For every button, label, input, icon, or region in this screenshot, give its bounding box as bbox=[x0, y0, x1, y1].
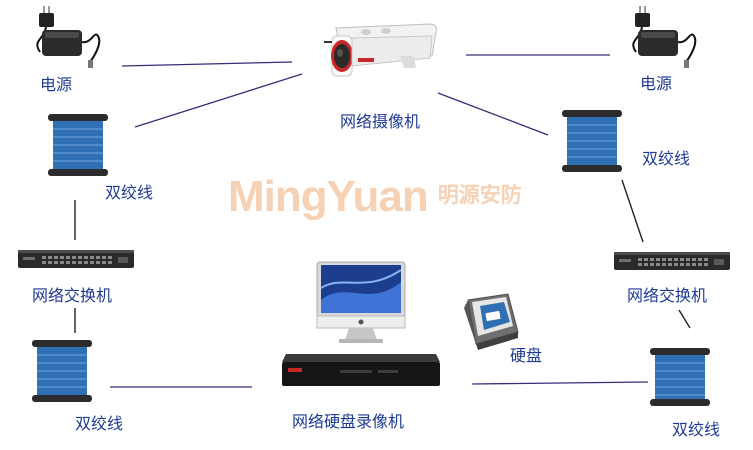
hdd-label: 硬盘 bbox=[510, 346, 543, 365]
switch-left-label: 网络交换机 bbox=[32, 286, 113, 305]
link-cable-left-camera bbox=[134, 73, 303, 128]
watermark-chinese: 明源安防 bbox=[437, 183, 522, 207]
link-switch-right-cable-right bbox=[678, 309, 691, 329]
monitor-icon bbox=[315, 260, 407, 344]
cable-reel-bottom-right-icon bbox=[650, 348, 710, 406]
link-power-left-camera bbox=[121, 61, 293, 67]
power-adapter-right-icon bbox=[622, 4, 702, 68]
network-camera-icon bbox=[322, 22, 442, 88]
link-camera-cable-right bbox=[437, 92, 549, 136]
cable-bottom-left-label: 双绞线 bbox=[75, 414, 124, 433]
power-left-label: 电源 bbox=[40, 75, 73, 94]
cable-top-right-label: 双绞线 bbox=[642, 149, 691, 168]
network-switch-left-icon bbox=[18, 248, 134, 270]
cable-reel-top-right-icon bbox=[562, 110, 622, 172]
network-switch-right-icon bbox=[614, 250, 730, 272]
nvr-label: 网络硬盘录像机 bbox=[292, 412, 405, 431]
watermark-latin: MingYuan bbox=[228, 172, 429, 221]
power-adapter-left-icon bbox=[26, 4, 106, 68]
watermark-logo: MingYuan 明源安防 bbox=[228, 172, 522, 222]
cable-bottom-right-label: 双绞线 bbox=[672, 420, 721, 439]
cable-reel-top-left-icon bbox=[48, 114, 108, 176]
link-cable-right-switch-right bbox=[621, 179, 644, 243]
hard-disk-icon bbox=[458, 292, 520, 354]
link-nvr-cable-bottom-right bbox=[471, 381, 649, 385]
cable-reel-bottom-left-icon bbox=[32, 340, 92, 402]
switch-right-label: 网络交换机 bbox=[627, 286, 708, 305]
cable-top-left-label: 双绞线 bbox=[105, 183, 154, 202]
nvr-device-icon bbox=[280, 352, 442, 388]
power-right-label: 电源 bbox=[640, 74, 673, 93]
camera-label: 网络摄像机 bbox=[340, 112, 421, 131]
